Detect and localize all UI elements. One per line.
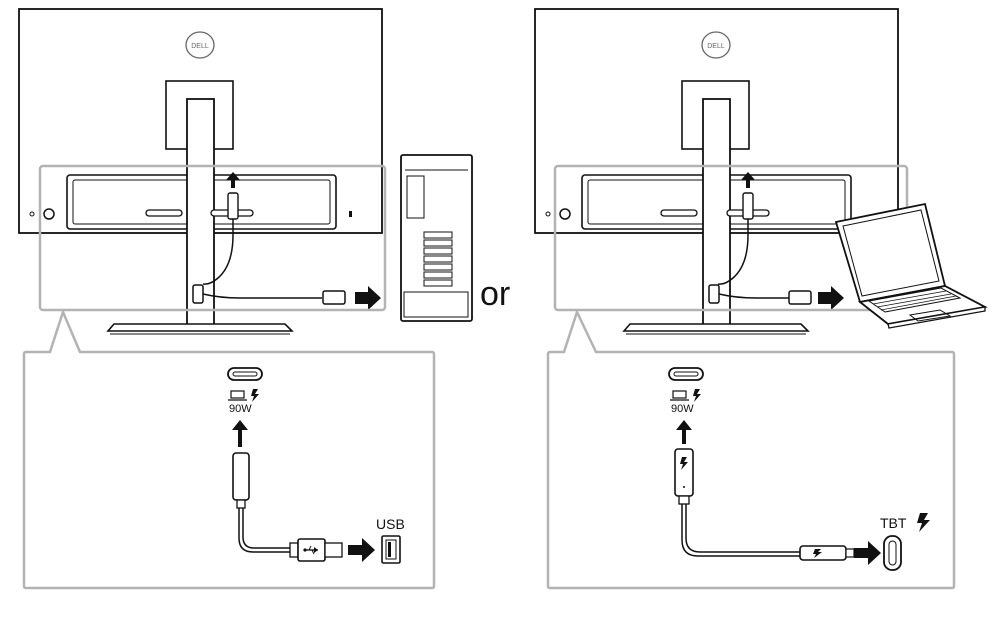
callout-right (546, 308, 956, 590)
left-scene: DELL (18, 8, 387, 335)
thunderbolt-bolt-icon (917, 513, 930, 532)
arrow-right-left (348, 538, 375, 562)
joystick-right (559, 208, 571, 220)
laptop (834, 202, 988, 329)
dell-logo-text-left: DELL (191, 43, 209, 50)
usb-port-label: USB (376, 516, 405, 532)
dell-logo-left (185, 31, 215, 59)
arrow-right-right (854, 541, 881, 565)
right-scene: DELL (534, 8, 909, 335)
tbt-port-icon (883, 535, 902, 571)
stand-base-left (106, 323, 294, 332)
tbt-plug-right (674, 448, 694, 497)
power-label-right: 90W (671, 403, 694, 415)
or-separator: or (480, 275, 511, 313)
usbc-port-right (668, 367, 704, 381)
laptop-charge-icon (228, 389, 259, 402)
highlight-frame-left (38, 164, 387, 312)
power-label-left: 90W (229, 403, 252, 415)
usbc-port-left (227, 367, 263, 381)
desktop-tower (400, 154, 473, 322)
stand-base-right (622, 323, 810, 332)
usba-port-icon (381, 535, 401, 564)
arrow-up-right (676, 420, 692, 444)
usbc-plug-left (232, 452, 250, 501)
laptop-charge-icon (670, 389, 701, 402)
thunderbolt-bolt-icon (813, 549, 822, 558)
arrow-up-left (232, 420, 248, 447)
callout-left (22, 308, 436, 590)
tbt-port-label: TBT (880, 515, 907, 531)
usb-trident-icon (303, 545, 318, 555)
dell-logo-text-right: DELL (707, 43, 725, 50)
dell-logo-right (701, 31, 731, 59)
joystick-left (43, 208, 55, 220)
